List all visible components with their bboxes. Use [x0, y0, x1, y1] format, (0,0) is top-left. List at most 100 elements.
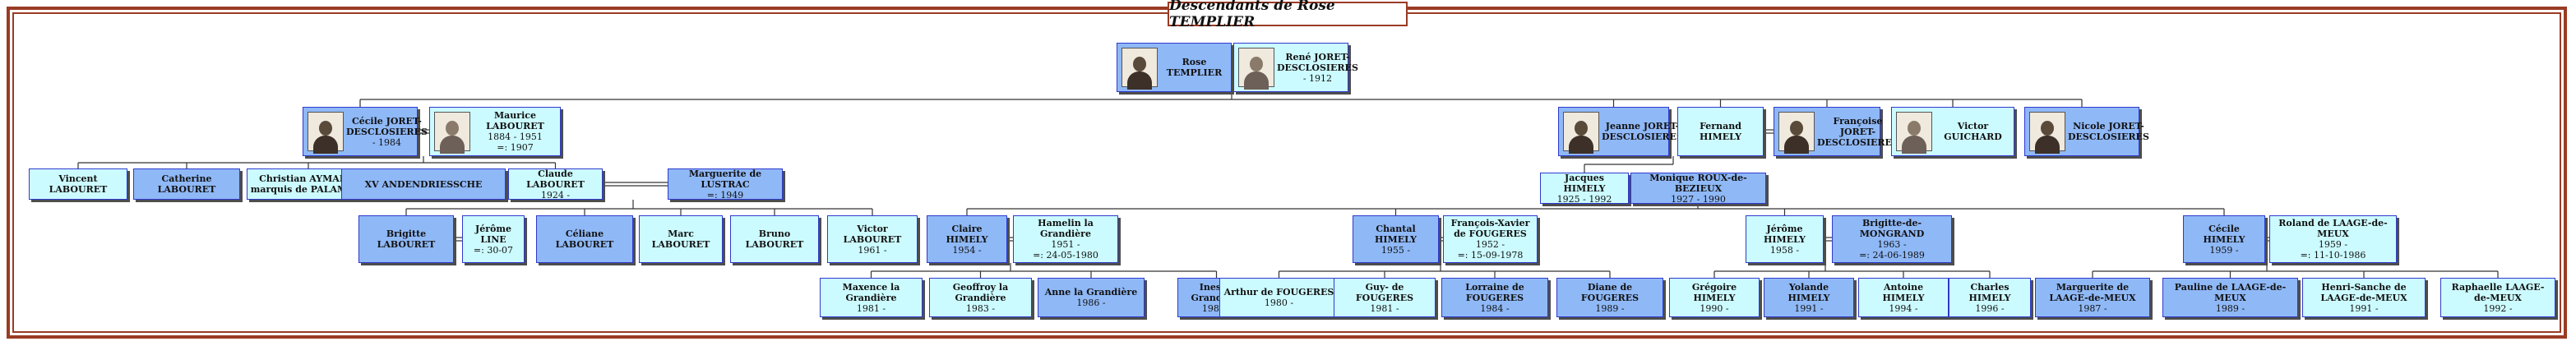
person-name: Brigitte LABOURET [377, 228, 436, 250]
person-dates: 1924 - [540, 189, 571, 201]
person-name: Jacques HIMELY [1563, 172, 1606, 194]
person-name: Cécile JORET-DESCLOSIERES [346, 115, 428, 137]
person-name: Fernand HIMELY [1700, 121, 1741, 142]
person-name: Antoine HIMELY [1882, 281, 1925, 303]
person-box-brigitte[interactable]: Brigitte LABOURET [358, 215, 454, 263]
person-name: Françoise JORET-DESCLOSIERES [1817, 115, 1898, 148]
person-dates: 1955 - [1380, 244, 1411, 256]
person-dates: 1884 - 1951 [488, 131, 543, 142]
person-detail: =: 1907 [497, 142, 534, 153]
person-dates: 1984 - [1480, 302, 1510, 314]
person-box-xv[interactable]: XV ANDENDRIESSCHE [341, 168, 506, 200]
person-detail: =: 24-05-1980 [1033, 250, 1098, 261]
person-name: Victor LABOURET [843, 223, 902, 245]
person-dates: - 1984 [372, 136, 402, 148]
person-name: Arthur de FOUGERES [1223, 287, 1334, 298]
person-box-cecile[interactable]: Cécile JORET-DESCLOSIERES- 1984 [303, 107, 428, 156]
person-dates: 1927 - 1990 [1671, 193, 1726, 205]
person-box-rose[interactable]: Rose TEMPLIER [1117, 43, 1232, 92]
person-box-vincent[interactable]: Vincent LABOURET [29, 168, 127, 200]
person-name: Vincent LABOURET [49, 173, 108, 195]
person-dates: 1958 - [1769, 244, 1800, 256]
person-dates: 1991 - [1794, 302, 1824, 314]
person-dates: 1996 - [1975, 302, 2005, 314]
person-dates: 1989 - [2215, 302, 2245, 314]
person-name: François-Xavier de FOUGERES [1450, 218, 1530, 239]
person-dates: 1981 - [856, 302, 886, 314]
person-dates: 1986 - [1076, 298, 1106, 308]
portrait-photo [1896, 112, 1932, 154]
person-name: Guy- de FOUGERES [1355, 281, 1414, 303]
person-box-victor-g[interactable]: Victor GUICHARD [1891, 107, 2014, 156]
portrait-photo [2029, 112, 2065, 154]
person-name: Geoffroy la Grandière [952, 281, 1009, 303]
person-name: Charles HIMELY [1968, 281, 2011, 303]
person-box-marguerite[interactable]: Marguerite de LUSTRAC=: 1949 [668, 168, 783, 201]
person-name: Victor GUICHARD [1944, 121, 2002, 142]
person-box-catherine[interactable]: Catherine LABOURET [133, 168, 240, 200]
person-name: Maurice LABOURET [486, 110, 544, 131]
person-box-nicole[interactable]: Nicole JORET-DESCLOSIERES [2024, 107, 2149, 156]
person-box-bruno[interactable]: Bruno LABOURET [730, 215, 819, 263]
person-box-jeanne[interactable]: Jeanne JORET-DESCLOSIERES [1558, 107, 1683, 156]
person-name: Catherine LABOURET [157, 173, 216, 195]
person-box-francoise[interactable]: Françoise JORET-DESCLOSIERES [1774, 107, 1898, 156]
person-box-fernand[interactable]: Fernand HIMELY [1677, 107, 1764, 156]
person-name: Hamelin la Grandière [1038, 218, 1094, 239]
person-box-rene[interactable]: René JORET-DESCLOSIERES- 1912 [1233, 43, 1358, 92]
person-name: Raphaelle LAAGE-de-MEUX [2451, 281, 2545, 303]
person-box-celiane[interactable]: Céliane LABOURET [536, 215, 633, 263]
person-detail: =: 30-07 [473, 244, 514, 256]
person-dates: 1961 - [858, 244, 887, 256]
person-detail: =: 11-10-1986 [2300, 250, 2366, 261]
person-dates: 1994 - [1889, 302, 1918, 314]
person-box-jerome-l[interactable]: Jérôme LINE=: 30-07 [462, 215, 525, 263]
person-dates: 1951 - [1051, 239, 1080, 250]
person-name: Marguerite de LUSTRAC [688, 168, 762, 190]
person-dates: 1991 - [2349, 302, 2379, 314]
portrait-photo [308, 112, 344, 154]
person-name: Marguerite de LAAGE-de-MEUX [2049, 281, 2136, 303]
person-dates: 1990 - [1700, 302, 1729, 314]
person-dates: - 1912 [1302, 72, 1333, 84]
person-name: René JORET-DESCLOSIERES [1277, 51, 1358, 73]
person-name: Brigitte-de-MONGRAND [1859, 218, 1925, 239]
person-box-marc[interactable]: Marc LABOURET [639, 215, 723, 263]
person-dates: 1959 - [2209, 244, 2239, 256]
person-name: Claire HIMELY [946, 223, 988, 245]
person-dates: 1981 - [1370, 302, 1399, 314]
person-name: XV ANDENDRIESSCHE [364, 178, 483, 190]
person-name: Rose TEMPLIER [1166, 57, 1223, 78]
person-name: Monique ROUX-de-BEZIEUX [1649, 172, 1747, 194]
person-name: Céliane LABOURET [555, 228, 614, 250]
